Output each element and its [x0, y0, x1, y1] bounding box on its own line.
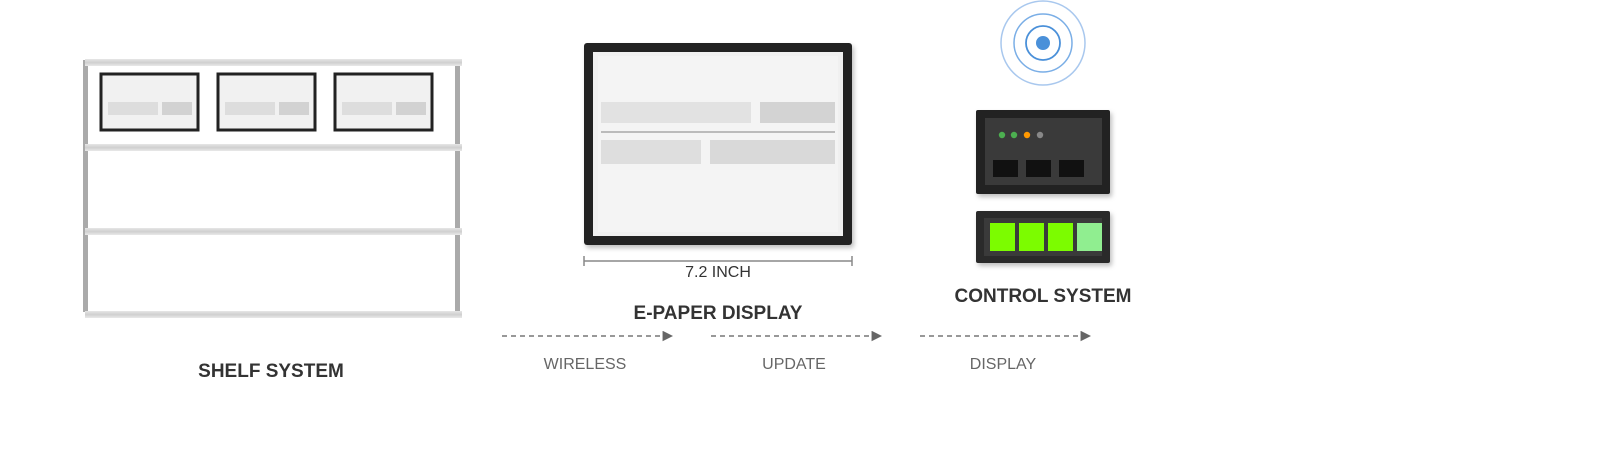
status-led [1010, 131, 1018, 139]
epaper-block [710, 140, 835, 164]
flow-step-label: DISPLAY [970, 356, 1037, 373]
shelf-upright-left [83, 60, 88, 312]
shelf-upright-right [455, 60, 460, 312]
wireless-signal-icon [1000, 0, 1086, 86]
controller-port [1059, 160, 1084, 177]
status-led [998, 131, 1006, 139]
epaper-divider [601, 131, 835, 133]
battery-cell [990, 223, 1015, 251]
shelf-board-2 [85, 228, 462, 235]
battery-cell [1048, 223, 1073, 251]
epaper-block [601, 102, 751, 123]
controller-port [1026, 160, 1051, 177]
battery-cell [1077, 223, 1102, 251]
shelf-system-title: SHELF SYSTEM [198, 361, 344, 382]
controller-unit [976, 110, 1110, 194]
battery-cell [1019, 223, 1044, 251]
epaper-block [760, 102, 835, 123]
epaper-size-label: 7.2 INCH [685, 264, 751, 281]
status-led [1036, 131, 1044, 139]
epaper-display: 7.2 INCH E-PAPER DISPLAY [583, 43, 853, 324]
shelf-board-1 [85, 144, 462, 151]
epaper-block [601, 140, 701, 164]
flow-steps: WIRELESS UPDATE DISPLAY [502, 330, 1092, 373]
status-led [1023, 131, 1031, 139]
control-system: CONTROL SYSTEM [955, 0, 1132, 307]
shelf-board-top [85, 59, 462, 66]
flow-step-label: WIRELESS [544, 356, 627, 373]
shelf-tag [99, 72, 200, 132]
control-system-title: CONTROL SYSTEM [955, 286, 1132, 307]
shelf-tag [333, 72, 434, 132]
flow-step-label: UPDATE [762, 356, 826, 373]
epaper-size-dimension [583, 256, 853, 266]
battery-indicator [976, 211, 1110, 263]
shelf-tag [216, 72, 317, 132]
shelf-system: SHELF SYSTEM [83, 59, 462, 382]
epaper-display-title: E-PAPER DISPLAY [634, 303, 803, 324]
controller-port [993, 160, 1018, 177]
shelf-board-bottom [85, 311, 462, 318]
